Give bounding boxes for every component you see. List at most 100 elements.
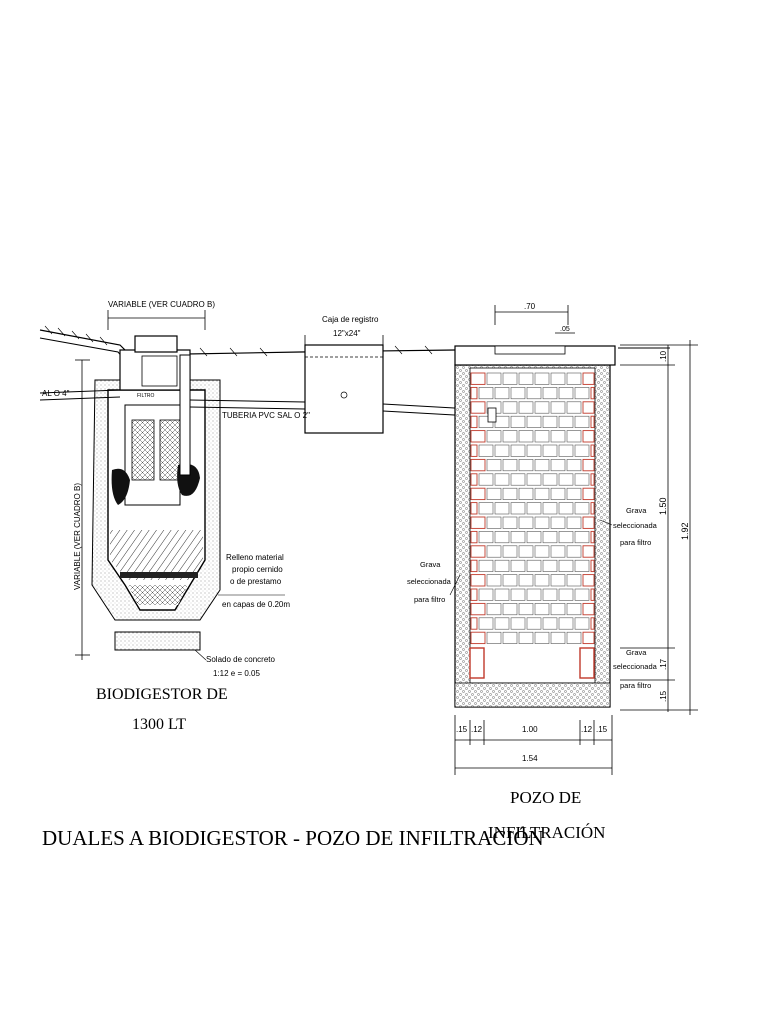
relleno-line-3: o de prestamo [230,577,282,586]
brick [470,530,478,544]
brick [582,516,595,529]
brick [550,459,566,472]
brick [518,401,534,414]
brick [486,545,502,558]
brick [542,559,558,572]
brick [550,574,566,587]
relleno-note: Relleno material propio cernido o de pre… [218,553,290,609]
brick [558,444,574,457]
brick [574,617,590,630]
brick [502,603,518,616]
brick [494,415,510,428]
brick [566,516,582,529]
caja-size-label: 12"x24" [333,329,361,338]
biodigestor: FILTRO [39,335,306,651]
caja-registro-label: Caja de registro [322,315,379,324]
brick [582,545,595,558]
relleno-line-1: Relleno material [226,553,284,562]
brick [566,631,582,644]
brick [574,559,590,572]
brick [478,473,494,486]
brick [502,487,518,500]
brick [494,473,510,486]
brick [558,588,574,601]
solado-line-2: 1:12 e = 0.05 [213,669,260,678]
brick [566,401,582,414]
brick [534,430,550,443]
biodigestor-title-2: 1300 LT [132,716,186,733]
brick [574,444,590,457]
brick [590,617,595,630]
dim-right-15: .15 [659,690,668,702]
brick [518,430,534,443]
brick [534,401,550,414]
brick [582,602,595,616]
brick [574,531,590,544]
brick [470,430,486,443]
brick [502,631,518,644]
brick [526,502,542,515]
brick [502,574,518,587]
relleno-line-4: en capas de 0.20m [222,600,290,609]
brick [558,387,574,400]
brick [550,516,566,529]
brick [470,617,478,630]
brick [502,459,518,472]
brick [590,559,595,573]
filtro-label: FILTRO [137,393,155,399]
brick [470,401,486,414]
brick [574,473,590,486]
brick [526,444,542,457]
brick [502,516,518,529]
dim-pozo-bottom: .15 .12 1.00 .12 .15 1.54 [454,715,613,775]
brick [510,444,526,457]
brick [590,415,595,429]
filter-media-left [131,419,155,481]
brick [470,516,486,529]
brick [574,415,590,428]
brick [494,617,510,630]
dim-bot-12b: .12 [581,725,593,734]
brick [574,588,590,601]
brick [510,473,526,486]
brick [534,631,550,644]
solado-base [114,631,201,651]
brick [478,502,494,515]
brick [510,531,526,544]
brick [518,603,534,616]
brick [470,588,478,601]
pozo-infiltracion [454,345,616,708]
dim-pozo-right: .10 1.50 1.92 .17 .15 [620,340,698,715]
main-title: DUALES A BIODIGESTOR - POZO DE INFILTRAC… [42,826,544,850]
brick [510,559,526,572]
brick [526,473,542,486]
brick [518,574,534,587]
brick [470,415,478,429]
brick [518,631,534,644]
dim-bot-15a: .15 [456,725,468,734]
brick [550,401,566,414]
brick [502,401,518,414]
variable-side-label: VARIABLE (VER CUADRO B) [73,483,82,590]
brick [502,430,518,443]
brick [526,531,542,544]
pozo-title-2: INFILTRACIÓN [488,823,605,842]
brick [470,631,486,645]
brick [590,386,595,400]
brick [470,458,486,472]
brick [470,559,478,573]
grava-bottom-note: Grava seleccionada para filtro [613,648,658,690]
brick [494,559,510,572]
brick [526,617,542,630]
brick [470,574,486,587]
brick [510,502,526,515]
brick [486,603,502,616]
brick [494,502,510,515]
brick [470,444,478,457]
brick [582,458,595,472]
brick [550,372,566,385]
brick [470,487,486,501]
brick [534,545,550,558]
brick [494,531,510,544]
brick [518,372,534,385]
